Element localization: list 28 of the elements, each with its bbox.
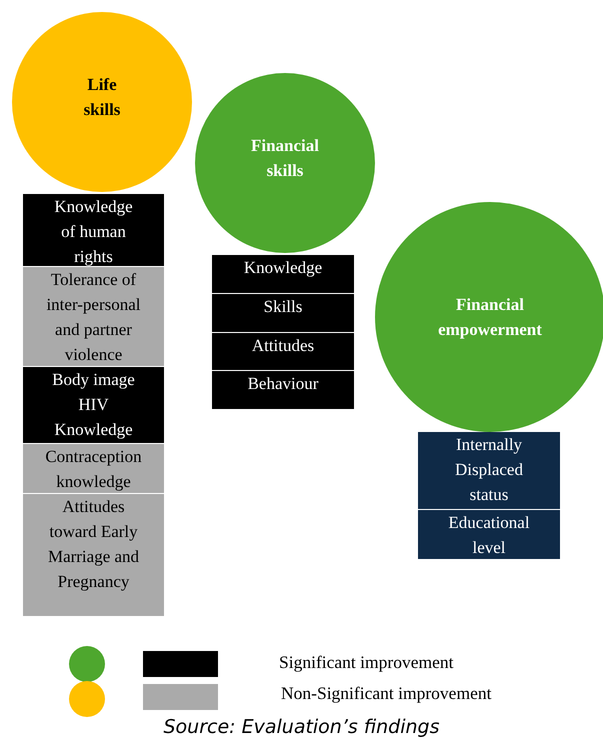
category-label: Life skills [82,74,122,121]
indicator-label: Contraception knowledge [44,446,143,493]
indicator-label: Skills [262,296,304,318]
indicator-label: Attitudes [250,335,316,357]
indicator-box [212,255,354,294]
indicator-box [418,510,560,560]
indicator-label: Tolerance of inter-personal and partner violence [45,269,142,366]
indicator-label: Knowledge of human rights [53,196,134,266]
indicator-box [23,267,164,367]
indicator-label: Knowledge [242,257,324,279]
legend-label: Non-Significant improvement [281,683,492,704]
legend-label: Significant improvement [279,652,454,673]
indicator-label: Internally Displaced status [454,434,524,506]
caption: Source: Evaluation’s findings [162,716,440,738]
category-label: Financial empowerment [437,294,543,341]
indicator-box [212,333,354,371]
indicator-label: Attitudes toward Early Marriage and Pregnancy [46,496,140,593]
indicator-box [23,494,164,617]
indicator-box [23,367,164,444]
indicator-label: Behaviour [246,373,320,395]
indicator-box [212,294,354,333]
indicator-label: Body image HIV Knowledge [51,369,136,441]
category-label: Financial skills [250,135,320,182]
indicator-box [418,432,560,510]
indicator-box [212,371,354,410]
indicator-box [23,194,164,267]
indicator-label: Educational level [447,512,531,559]
indicator-box [23,444,164,494]
